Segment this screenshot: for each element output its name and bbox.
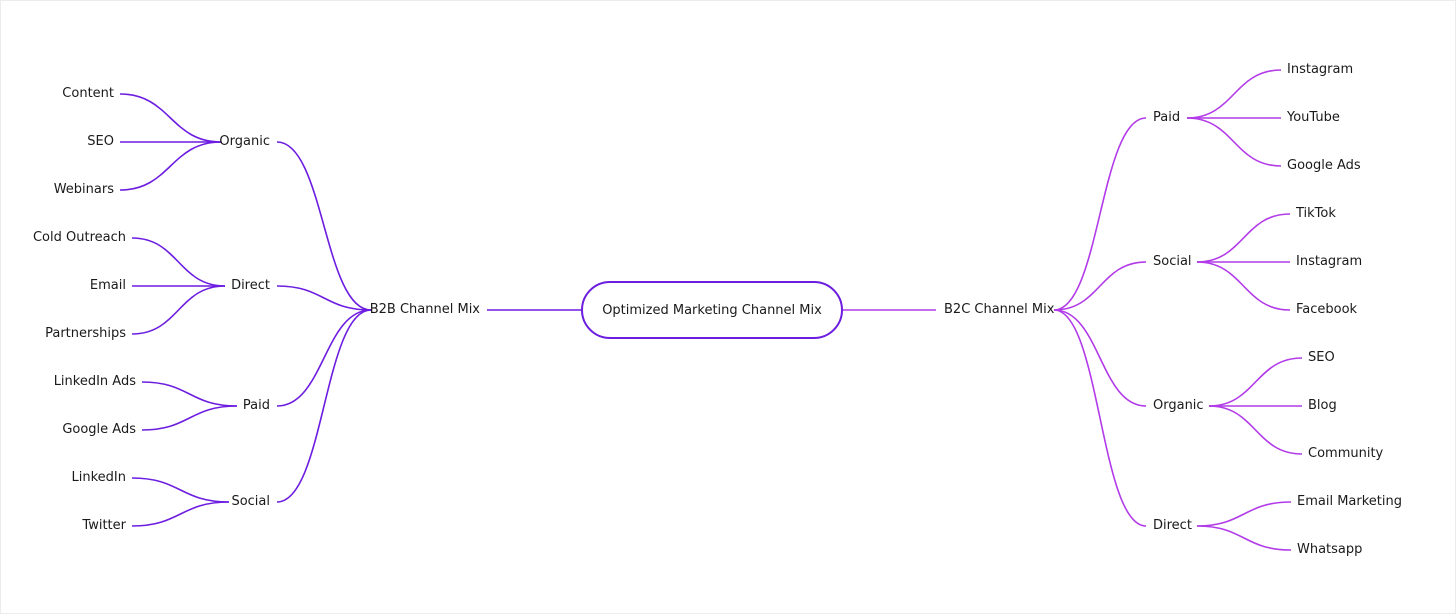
connector-b2c-group bbox=[1053, 309, 1147, 407]
b2b-paid-leaf[interactable]: LinkedIn Ads bbox=[53, 374, 136, 389]
b2c-organic-leaf[interactable]: SEO bbox=[1308, 350, 1335, 365]
b2c-social-leaf[interactable]: Facebook bbox=[1296, 302, 1358, 317]
b2b-direct-node[interactable]: Direct bbox=[231, 278, 270, 293]
connector-b2c-leaf bbox=[1208, 405, 1303, 455]
b2c-paid-node[interactable]: Paid bbox=[1153, 110, 1181, 125]
central-node-label: Optimized Marketing Channel Mix bbox=[602, 302, 822, 318]
connector-b2c-leaf bbox=[1186, 69, 1282, 119]
connector-b2b-leaf bbox=[131, 501, 230, 527]
connector-b2c-leaf bbox=[1196, 261, 1291, 311]
b2c-social-leaf[interactable]: TikTok bbox=[1296, 206, 1336, 221]
b2c-paid-leaf[interactable]: Instagram bbox=[1287, 62, 1354, 77]
b2b-organic-leaf[interactable]: Webinars bbox=[53, 182, 114, 197]
b2b-paid-node[interactable]: Paid bbox=[242, 398, 270, 413]
connector-b2b-leaf bbox=[119, 141, 222, 191]
b2c-social-leaf[interactable]: Instagram bbox=[1296, 254, 1363, 269]
b2b-direct-leaf[interactable]: Email bbox=[89, 278, 126, 293]
b2b-social-node[interactable]: Social bbox=[231, 494, 270, 509]
connector-b2b-leaf bbox=[119, 93, 222, 143]
b2b-branch-label[interactable]: B2B Channel Mix bbox=[369, 302, 480, 317]
connector-b2b-group bbox=[276, 309, 372, 503]
connector-b2b-leaf bbox=[141, 381, 238, 407]
b2b-paid-leaf[interactable]: Google Ads bbox=[62, 422, 136, 437]
b2c-paid-leaf[interactable]: Google Ads bbox=[1287, 158, 1361, 173]
b2c-paid-leaf[interactable]: YouTube bbox=[1287, 110, 1340, 125]
connector-b2b-group bbox=[276, 309, 372, 407]
connector-b2b-group bbox=[276, 285, 372, 311]
b2c-branch-label[interactable]: B2C Channel Mix bbox=[944, 302, 1055, 317]
connector-b2b-leaf bbox=[131, 477, 230, 503]
b2b-organic-leaf[interactable]: SEO bbox=[87, 134, 114, 149]
b2c-organic-leaf[interactable]: Blog bbox=[1308, 398, 1337, 413]
b2b-organic-node[interactable]: Organic bbox=[219, 134, 270, 149]
connector-b2c-leaf bbox=[1196, 501, 1292, 527]
b2b-direct-leaf[interactable]: Partnerships bbox=[45, 326, 126, 341]
b2c-direct-node[interactable]: Direct bbox=[1153, 518, 1192, 533]
b2c-direct-leaf[interactable]: Email Marketing bbox=[1297, 494, 1402, 509]
connector-b2b-leaf bbox=[131, 237, 226, 287]
b2c-direct-leaf[interactable]: Whatsapp bbox=[1297, 542, 1363, 557]
connector-b2b-group bbox=[276, 141, 372, 311]
connector-b2c-leaf bbox=[1196, 525, 1292, 551]
b2b-direct-leaf[interactable]: Cold Outreach bbox=[32, 230, 126, 245]
b2c-social-node[interactable]: Social bbox=[1153, 254, 1192, 269]
connector-b2c-group bbox=[1053, 261, 1147, 311]
b2b-social-leaf[interactable]: Twitter bbox=[82, 518, 126, 533]
connector-b2b-leaf bbox=[141, 405, 238, 431]
b2c-organic-leaf[interactable]: Community bbox=[1308, 446, 1384, 461]
connector-b2b-leaf bbox=[131, 285, 226, 335]
connector-b2c-leaf bbox=[1208, 357, 1303, 407]
connector-b2c-group bbox=[1053, 309, 1147, 527]
b2c-organic-node[interactable]: Organic bbox=[1153, 398, 1204, 413]
b2b-social-leaf[interactable]: LinkedIn bbox=[71, 470, 126, 485]
b2b-organic-leaf[interactable]: Content bbox=[62, 86, 114, 101]
connector-b2c-leaf bbox=[1186, 117, 1282, 167]
connector-b2c-leaf bbox=[1196, 213, 1291, 263]
central-node[interactable]: Optimized Marketing Channel Mix bbox=[581, 281, 843, 339]
connector-b2c-group bbox=[1053, 117, 1147, 311]
